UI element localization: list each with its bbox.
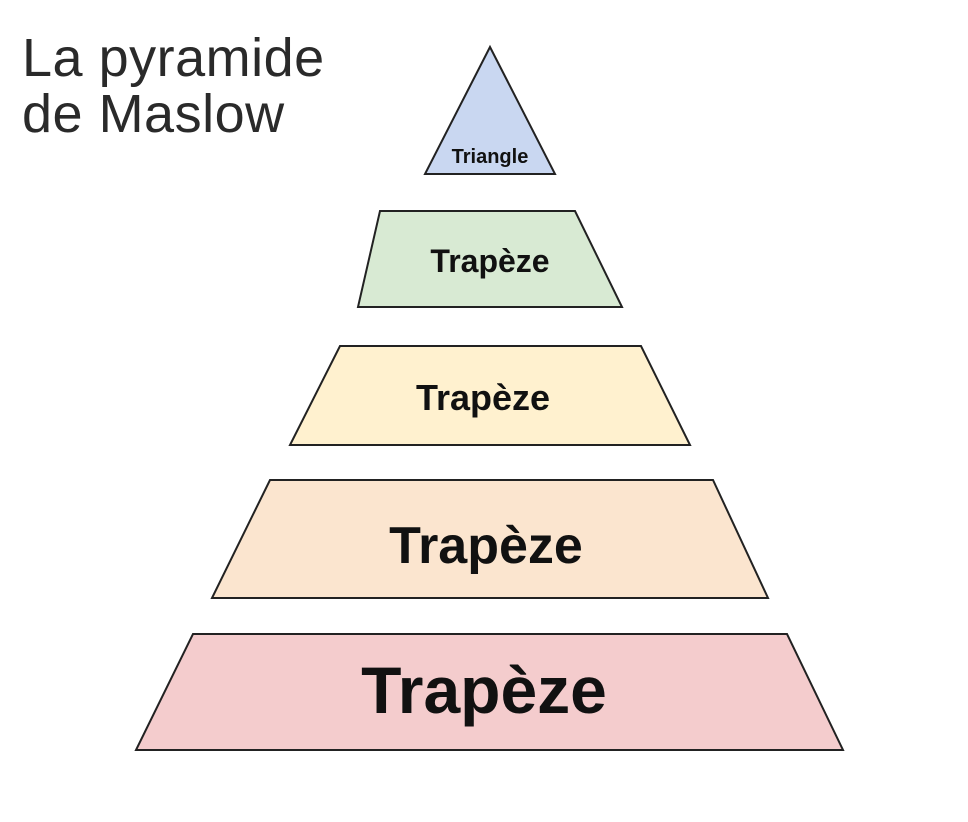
level-2-trapezoid: Trapèze <box>356 210 624 308</box>
level-5-shape <box>134 633 845 751</box>
level-2-shape <box>356 210 624 308</box>
level-3-shape <box>288 345 692 446</box>
level-2-label: Trapèze <box>430 243 549 279</box>
level-1-label: Triangle <box>452 146 529 168</box>
level-3-trapezoid: Trapèze <box>288 345 692 446</box>
level-5-trapezoid: Trapèze <box>134 633 845 751</box>
level-4-trapezoid: Trapèze <box>210 479 770 599</box>
level-4-label: Trapèze <box>389 517 583 575</box>
level-1-triangle: Triangle <box>423 44 557 175</box>
level-1-shape <box>423 44 557 175</box>
level-5-label: Trapèze <box>361 653 607 727</box>
level-3-label: Trapèze <box>416 377 550 418</box>
title-line-1: La pyramide <box>22 28 325 88</box>
title-line-2: de Maslow <box>22 84 285 144</box>
level-4-shape <box>210 479 770 599</box>
page-title: La pyramide de Maslow <box>22 30 325 142</box>
